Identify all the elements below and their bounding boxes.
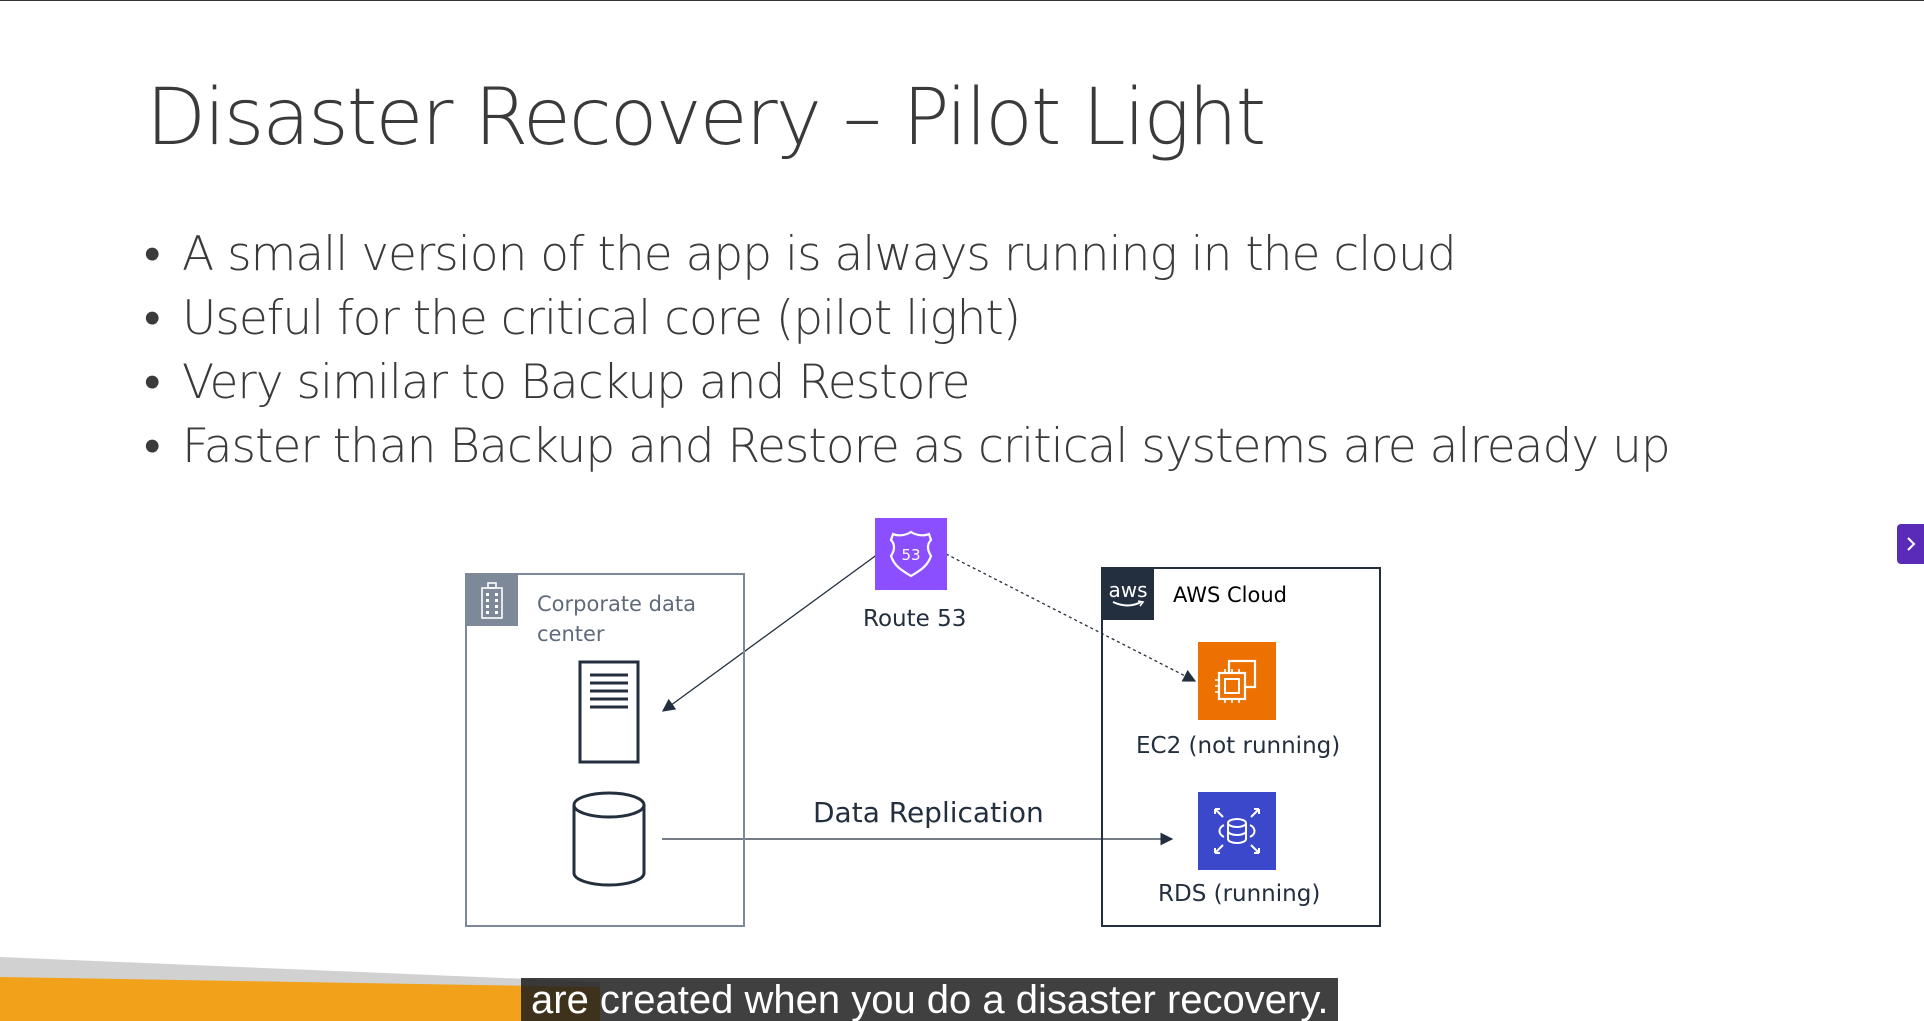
slide-footer-band	[0, 957, 600, 1021]
server-icon	[578, 660, 642, 764]
bullet-item: Very similar to Backup and Restore	[144, 351, 1670, 415]
replication-label: Data Replication	[813, 796, 1044, 829]
corporate-label-line2: center	[537, 622, 605, 646]
building-icon	[466, 574, 518, 626]
rds-icon	[1198, 792, 1276, 870]
video-caption: are created when you do a disaster recov…	[521, 978, 1339, 1021]
route53-icon: 53	[875, 518, 947, 590]
corporate-datacenter-group	[465, 573, 745, 927]
database-icon	[571, 791, 647, 887]
bullet-item: A small version of the app is always run…	[144, 223, 1670, 287]
next-slide-button[interactable]	[1897, 524, 1924, 564]
route53-badge-text: 53	[901, 546, 920, 564]
chevron-right-icon	[1906, 537, 1915, 551]
rds-label: RDS (running)	[1158, 881, 1321, 907]
route53-label: Route 53	[863, 606, 967, 632]
aws-cloud-group	[1101, 567, 1381, 927]
aws-logo: aws	[1102, 568, 1154, 620]
corporate-label-line1: Corporate data	[537, 592, 696, 616]
bullet-item: Faster than Backup and Restore as critic…	[144, 415, 1671, 479]
corporate-label: Corporate data center	[537, 589, 696, 649]
aws-logo-text: aws	[1108, 578, 1148, 602]
bullet-item: Useful for the critical core (pilot ligh…	[144, 287, 1670, 351]
ec2-label: EC2 (not running)	[1136, 733, 1341, 759]
bullet-list: A small version of the app is always run…	[144, 223, 1671, 479]
ec2-icon	[1198, 642, 1276, 720]
aws-cloud-label: AWS Cloud	[1173, 583, 1287, 607]
slide-title: Disaster Recovery – Pilot Light	[146, 73, 1266, 163]
